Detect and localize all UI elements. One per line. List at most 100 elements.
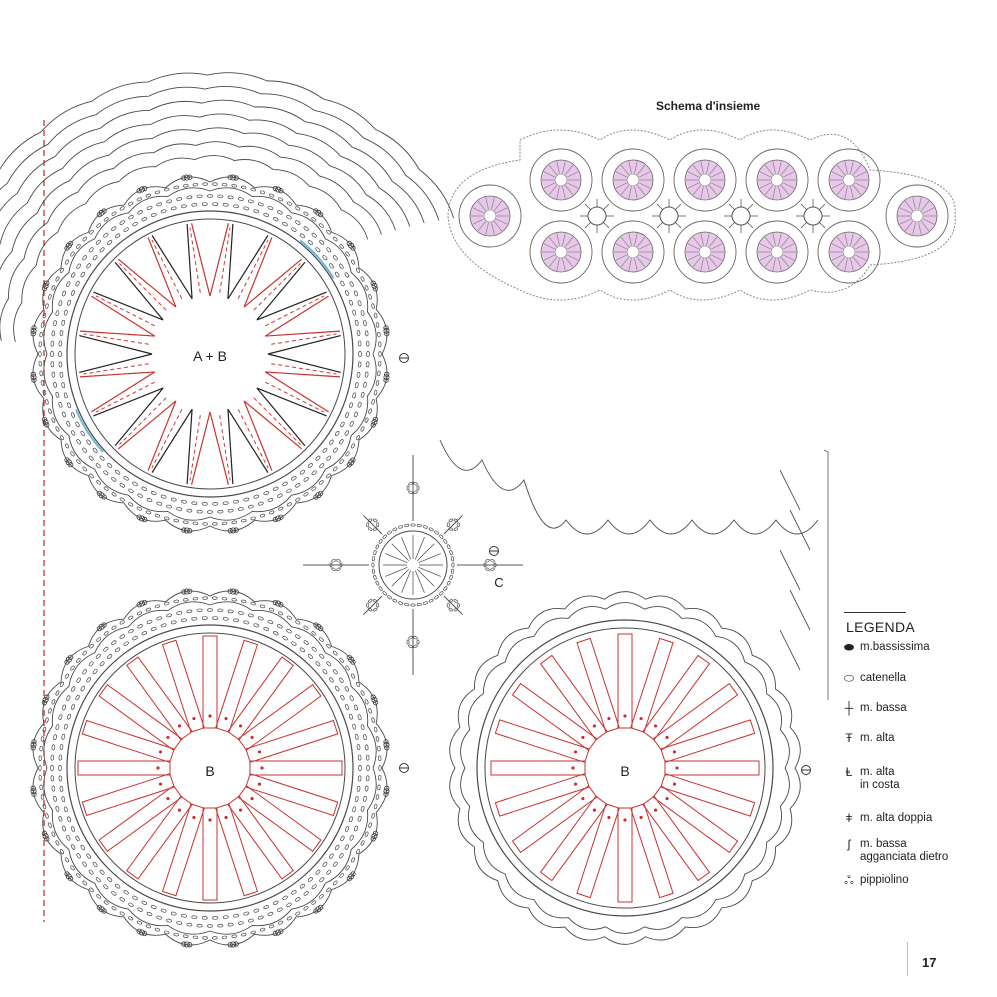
chain-stitch (176, 197, 183, 201)
chain-stitch (71, 430, 76, 436)
chain-stitch (63, 806, 68, 813)
chain-stitch (59, 681, 64, 687)
chain-stitch (373, 550, 377, 556)
chain-stitch (350, 259, 356, 265)
post-column (215, 803, 259, 897)
legend-label: m. bassa (860, 702, 907, 714)
slip-stitch (238, 724, 243, 728)
chain-stitch (82, 861, 87, 867)
chain-stitch (183, 520, 189, 524)
chain-stitch (263, 491, 270, 496)
chain-stitch (76, 244, 81, 249)
dashed-chain (189, 415, 201, 481)
chain-stitch (365, 340, 370, 347)
post-column (660, 719, 756, 763)
petal (628, 258, 632, 271)
chain-stitch (303, 226, 309, 231)
petal (567, 243, 579, 250)
flower-center (910, 209, 924, 223)
page-divider (907, 942, 908, 976)
chain-stitch (404, 602, 410, 607)
spoke (385, 553, 408, 564)
chain-stitch (38, 755, 42, 762)
chain-stitch (70, 865, 75, 871)
petal (783, 182, 795, 189)
chain-stitch (173, 932, 179, 937)
legend-item: ┼ m. bassa (838, 702, 988, 732)
dashed-chain (237, 409, 269, 469)
chain-stitch (96, 637, 102, 642)
chain-stitch (364, 285, 369, 291)
chain-stitch (375, 322, 380, 328)
chain-stitch (364, 785, 369, 792)
picot (272, 516, 278, 523)
petal (615, 182, 627, 189)
chain-stitch (329, 853, 334, 859)
flower-center (626, 173, 640, 187)
star-arm (800, 203, 807, 210)
petal (853, 185, 862, 196)
chain-stitch (413, 644, 418, 649)
chain-stitch (360, 724, 365, 730)
double-t-icon: ǂ (845, 811, 853, 825)
chain-stitch (345, 704, 350, 710)
chain-stitch (170, 206, 177, 211)
chain-stitch (322, 255, 328, 261)
picot (278, 928, 284, 934)
chain-stitch (333, 255, 338, 261)
picot (370, 836, 376, 842)
post-column (161, 803, 205, 897)
petal (783, 243, 795, 250)
chain-stitch (111, 625, 117, 630)
legend-item: Ŧ m. alta (838, 732, 988, 766)
chain-stitch (145, 193, 151, 198)
chain-stitch (103, 232, 109, 238)
slip-stitch (166, 796, 170, 801)
chain-stitch (154, 927, 161, 932)
petal (615, 171, 627, 178)
picot (142, 930, 148, 937)
chain-stitch (221, 935, 228, 940)
petal (639, 171, 651, 178)
chain-stitch (119, 634, 125, 639)
chain-stitch (227, 195, 234, 200)
chain-stitch (269, 510, 275, 515)
chain-stitch (322, 669, 328, 675)
flower-center (483, 209, 497, 223)
chain-stitch (237, 507, 244, 511)
post-column (660, 773, 756, 817)
chain-stitch (339, 562, 343, 568)
scallop-edge (439, 439, 819, 535)
scallop-edge (32, 590, 388, 946)
chain-stitch (493, 562, 497, 568)
chain-stitch (115, 883, 121, 889)
chain-stitch (237, 197, 244, 201)
chain-stitch (82, 236, 87, 242)
post-column (98, 785, 183, 852)
chain-stitch (352, 309, 357, 316)
chain-stitch (364, 699, 369, 705)
chain-stitch (39, 370, 43, 377)
chain-stitch (191, 501, 198, 505)
picot (278, 188, 284, 194)
chain-stitch (331, 558, 336, 563)
chain-stitch (154, 190, 161, 195)
picot (136, 602, 142, 608)
chain-stitch (50, 765, 54, 771)
chain-stitch (303, 625, 309, 630)
chain-stitch (88, 247, 94, 253)
petal (639, 254, 651, 261)
star-arm (789, 589, 811, 631)
chain-stitch (387, 595, 392, 600)
chain-stitch (373, 389, 378, 396)
post-column (227, 795, 294, 880)
chain-stitch (42, 389, 47, 396)
chain-stitch (119, 897, 125, 902)
chain-stitch (408, 490, 413, 495)
chain-stitch (128, 615, 134, 620)
chain-stitch (340, 280, 345, 287)
post-column (81, 719, 175, 763)
chain-stitch (333, 861, 338, 867)
chain-stitch (377, 745, 381, 752)
schema-motif (673, 148, 737, 212)
